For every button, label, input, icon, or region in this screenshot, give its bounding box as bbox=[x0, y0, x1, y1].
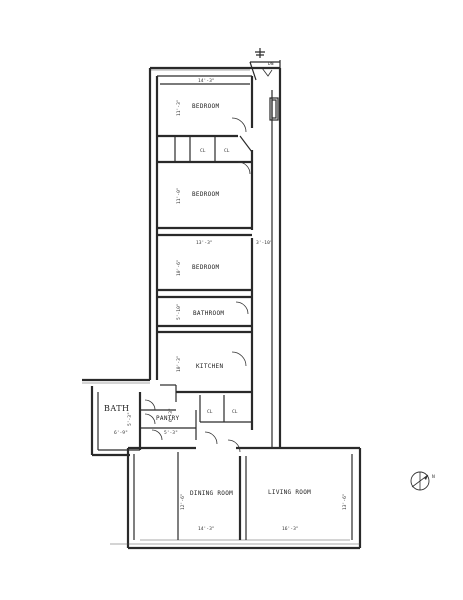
entry-stair: DN bbox=[249, 48, 281, 81]
room-kitchen: KITCHEN bbox=[196, 363, 223, 370]
dim-bath-height: 5'-3" bbox=[127, 412, 133, 426]
dim-dining-width: 14'-3" bbox=[198, 526, 215, 532]
room-bedroom-3: BEDROOM bbox=[192, 264, 219, 271]
dim-bed1-height: 11'-3" bbox=[176, 99, 182, 116]
bath-wing-walls bbox=[82, 378, 197, 457]
room-labels: BEDROOM BEDROOM BEDROOM BATHROOM KITCHEN… bbox=[104, 103, 311, 497]
dimension-labels: 14'-3" 11'-3" 11'-0" 13'-3" 3'-10" 10'-6… bbox=[114, 78, 348, 532]
dim-kitchen-height: 10'-3" bbox=[176, 355, 182, 372]
room-bath: BATH bbox=[104, 404, 130, 413]
room-bedroom-1: BEDROOM bbox=[192, 103, 219, 110]
lower-wing-walls bbox=[110, 446, 362, 550]
room-pantry: PANTRY bbox=[156, 415, 180, 422]
dim-pantry-width: 5'-3" bbox=[164, 430, 178, 436]
dim-dining-height: 12'-6" bbox=[180, 493, 186, 510]
closet-label-3: CL bbox=[207, 409, 213, 415]
dim-top-width: 14'-3" bbox=[198, 78, 215, 84]
dim-bath-width: 6'-9" bbox=[114, 430, 128, 436]
dim-bed3-height: 10'-6" bbox=[176, 259, 182, 276]
exterior-walls bbox=[148, 66, 282, 448]
interior-walls bbox=[157, 134, 253, 423]
dim-bed2-height: 11'-0" bbox=[176, 187, 182, 204]
dim-bathroom-height: 5'-10" bbox=[176, 303, 182, 320]
dim-pantry-height: 6'-3" bbox=[168, 408, 174, 422]
door-swings bbox=[144, 117, 251, 453]
dim-living-width: 16'-3" bbox=[282, 526, 299, 532]
closet-label-2: CL bbox=[224, 148, 230, 154]
dim-bed3-width: 13'-3" bbox=[196, 240, 213, 246]
room-bedroom-2: BEDROOM bbox=[192, 191, 219, 198]
dim-hall: 3'-10" bbox=[256, 240, 273, 246]
dim-living-height: 13'-6" bbox=[342, 493, 348, 510]
room-bathroom: BATHROOM bbox=[193, 310, 224, 317]
closet-label-4: CL bbox=[232, 409, 238, 415]
room-dining: DINING ROOM bbox=[190, 490, 233, 497]
closet-label-1: CL bbox=[200, 148, 206, 154]
stair-label: DN bbox=[268, 61, 274, 67]
room-living: LIVING ROOM bbox=[268, 489, 311, 496]
north-arrow-icon: N bbox=[410, 471, 435, 491]
svg-text:N: N bbox=[432, 474, 435, 480]
